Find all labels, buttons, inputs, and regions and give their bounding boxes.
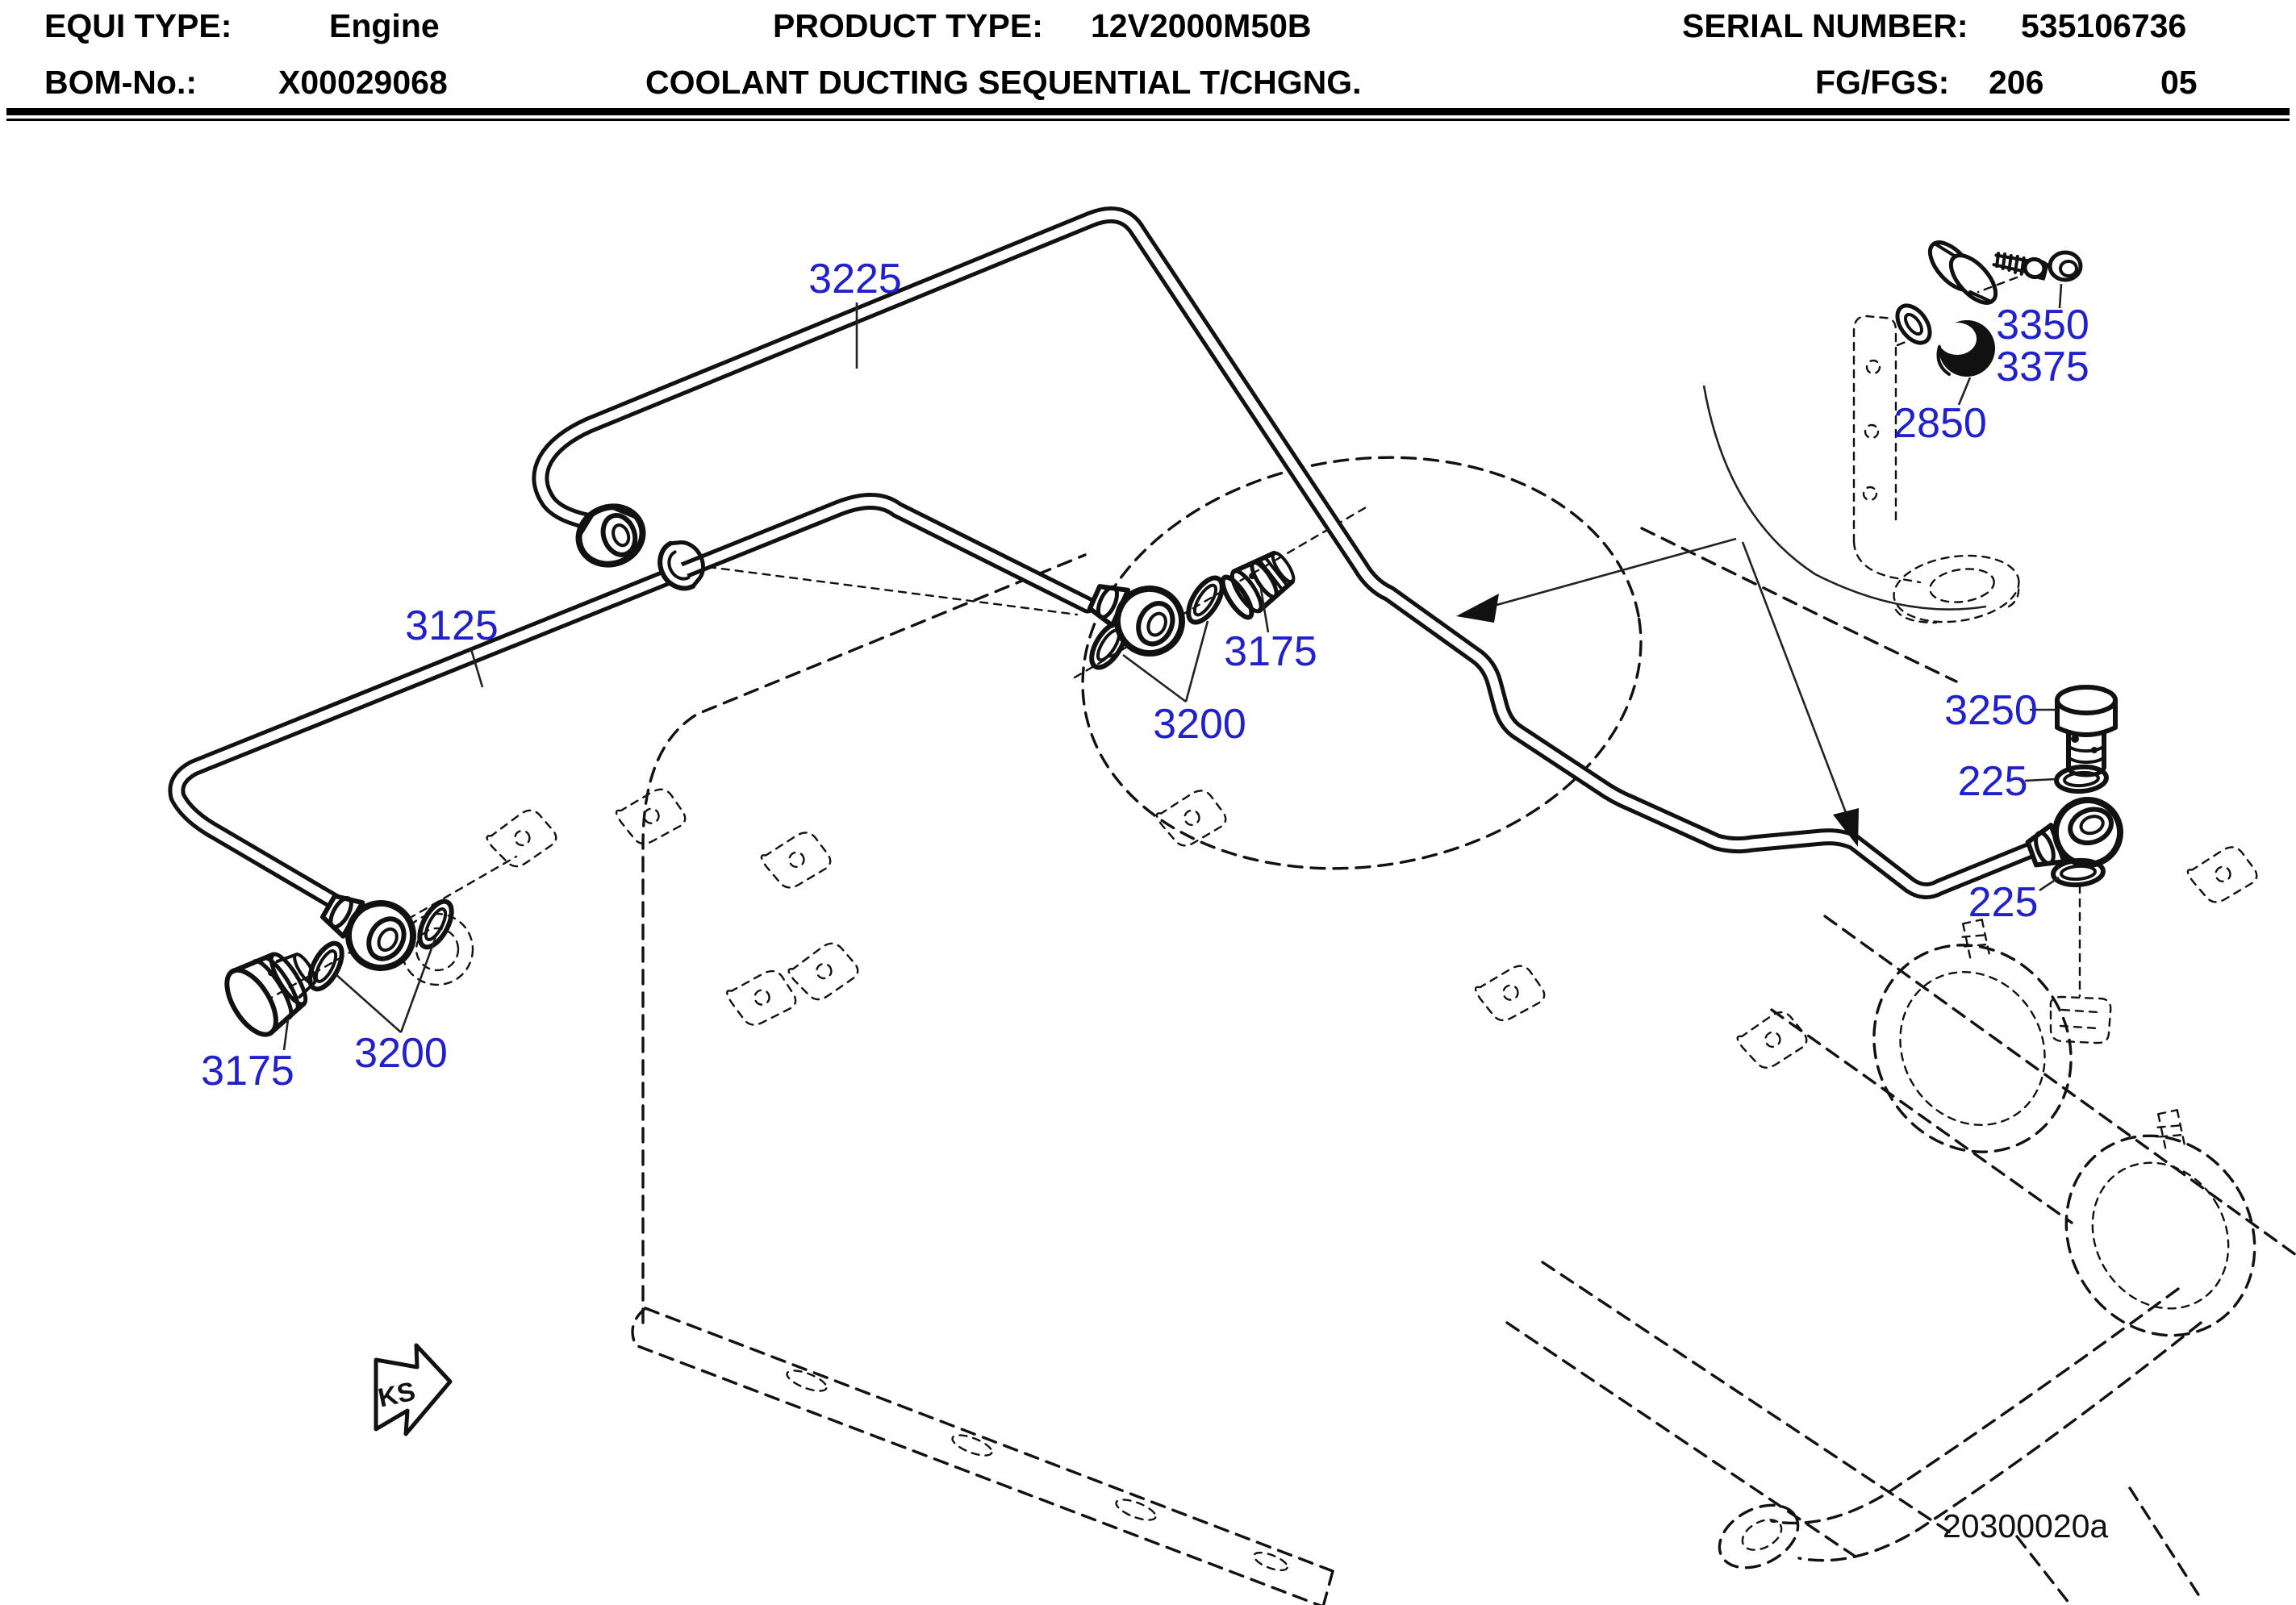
- ks-marker-text: KS: [375, 1376, 418, 1413]
- round-casting-outline: [1081, 456, 1643, 870]
- assembly-axis-union: [707, 565, 1079, 616]
- equi-type-label: EQUI TYPE:: [44, 7, 232, 44]
- drawing-number: 20300020a: [1943, 1507, 2108, 1545]
- part-label-3200-middle[interactable]: 3200: [1153, 701, 1246, 748]
- part-label-3175-middle[interactable]: 3175: [1224, 628, 1317, 675]
- fg-fgs-label: FG/FGS:: [1815, 64, 1950, 101]
- header-divider: [6, 108, 2290, 115]
- coolant-pipe-3125: [168, 493, 1096, 928]
- coolant-pipe-3225: [532, 206, 2043, 899]
- detail-reference-arc: [1702, 385, 1987, 611]
- serial-number-label: SERIAL NUMBER:: [1682, 7, 1968, 44]
- banjo-bolt-3250: [2055, 685, 2118, 777]
- hose-clamp-screw: [2156, 1109, 2187, 1153]
- part-label-225-bottom[interactable]: 225: [1968, 879, 2039, 926]
- part-label-3375[interactable]: 3375: [1996, 344, 2089, 390]
- part-label-3200-left[interactable]: 3200: [354, 1030, 448, 1077]
- fg-fgs-value-2: 05: [2160, 64, 2198, 101]
- mounting-rail: [631, 1307, 1334, 1605]
- part-label-3250[interactable]: 3250: [1944, 687, 2038, 734]
- header-divider-thin: [6, 119, 2290, 121]
- bolt-bosses: [390, 783, 2263, 1076]
- part-label-3350[interactable]: 3350: [1996, 302, 2089, 348]
- union-nut: [575, 503, 646, 568]
- screw-plug-3175-left: [224, 952, 317, 1037]
- banjo-union-right: [2025, 797, 2123, 868]
- equi-type-value: Engine: [329, 7, 440, 44]
- holder-bracket-dashed: [1852, 315, 2020, 624]
- hose-clamp-screw: [1961, 919, 1992, 963]
- part-label-3125[interactable]: 3125: [405, 602, 499, 649]
- banjo-port-boss: [2049, 995, 2112, 1044]
- banjo-union-middle: [1087, 584, 1185, 657]
- part-label-3175-left[interactable]: 3175: [201, 1048, 294, 1094]
- union-olive: [657, 540, 706, 591]
- hose-clamp: [1872, 944, 2073, 1153]
- fg-fgs-value: 206: [1989, 64, 2044, 101]
- charge-air-hoses: [1505, 915, 2296, 1605]
- clamp-nut-3375: [1977, 250, 2083, 294]
- bom-number-label: BOM-No.:: [44, 64, 198, 101]
- part-label-3225[interactable]: 3225: [808, 256, 902, 302]
- screw-fitting-3175-middle: [1220, 550, 1296, 620]
- product-type-value: 12V2000M50B: [1091, 7, 1312, 44]
- o-ring-225-top: [2056, 765, 2107, 793]
- part-label-2850[interactable]: 2850: [1893, 400, 1987, 447]
- part-label-225-top[interactable]: 225: [1958, 758, 2028, 805]
- hose-clamp: [2064, 1134, 2256, 1337]
- banjo-union-left: [319, 893, 416, 971]
- part-labels: 3225 3125 3175 3200 3175 3200 3350 3375 …: [201, 256, 2089, 1094]
- leader-lines: [282, 283, 2063, 1051]
- pipe-clamp-2850: [1895, 240, 1998, 377]
- page-title: COOLANT DUCTING SEQUENTIAL T/CHGNG.: [645, 64, 1362, 101]
- pointer-arrows: [1456, 537, 1859, 847]
- o-ring-3200-left-large: [413, 897, 458, 953]
- bom-number-value: X00029068: [278, 64, 448, 101]
- ks-direction-marker: KS: [374, 1343, 453, 1436]
- serial-number-value: 535106736: [2021, 7, 2187, 44]
- clamp-screw-3350: [1992, 252, 2049, 281]
- header-bar: EQUI TYPE: Engine PRODUCT TYPE: 12V2000M…: [0, 0, 2296, 121]
- product-type-label: PRODUCT TYPE:: [773, 7, 1043, 44]
- engine-block-outline: [240, 456, 2296, 1605]
